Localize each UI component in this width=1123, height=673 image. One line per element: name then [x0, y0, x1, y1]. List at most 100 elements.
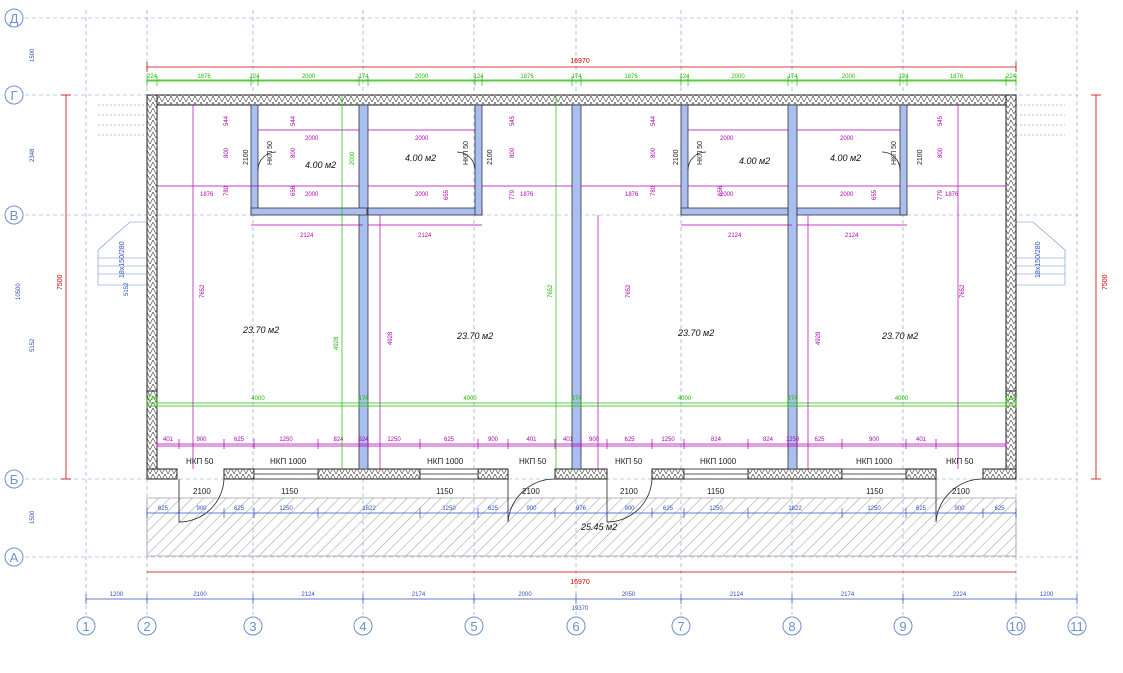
dimension-label: 124: [249, 74, 260, 80]
left-axis-dimensions: 1500 2348 10500 5152 1500 5152: [16, 48, 130, 524]
dimension-label: 1876: [197, 74, 211, 80]
exterior-walls: [146, 94, 1017, 480]
dimension-label: 625: [994, 506, 1005, 512]
svg-text:НКП 50: НКП 50: [267, 141, 274, 165]
svg-text:1150: 1150: [707, 487, 725, 496]
dimension-label: 625: [444, 437, 455, 443]
dimension-label: 174: [571, 396, 582, 402]
room-area-4: 23.70 м2: [881, 331, 918, 341]
dimension-label: 900: [488, 437, 499, 443]
svg-text:2100: 2100: [673, 149, 680, 165]
svg-text:2000: 2000: [840, 136, 854, 142]
dimension-label: 174: [787, 74, 798, 80]
door-swings: [178, 151, 984, 523]
room-area-labels: 23.70 м2 23.70 м2 23.70 м2 23.70 м2 4.00…: [242, 153, 918, 532]
svg-text:1876: 1876: [945, 192, 959, 198]
svg-text:780: 780: [224, 185, 230, 196]
dimension-label: 900: [869, 437, 880, 443]
room-area-1: 23.70 м2: [242, 325, 279, 335]
dimension-label: 401: [163, 437, 174, 443]
bath-area-3: 4.00 м2: [739, 156, 770, 166]
svg-text:2100: 2100: [917, 149, 924, 165]
svg-text:Г: Г: [10, 88, 17, 103]
left-height-label: 7500: [57, 274, 64, 290]
dimension-label: 1250: [786, 437, 800, 443]
bath-area-4: 4.00 м2: [830, 153, 861, 163]
interior-magenta-guides: [157, 105, 1006, 469]
axis-marker-col-3: 3: [243, 616, 263, 636]
dimension-label: 1250: [867, 506, 881, 512]
svg-text:2000: 2000: [415, 136, 429, 142]
svg-text:2000: 2000: [720, 192, 734, 198]
dimension-label: 625: [916, 506, 927, 512]
svg-text:1150: 1150: [436, 487, 454, 496]
dimension-label: 625: [624, 437, 635, 443]
axis-marker-col-5: 5: [464, 616, 484, 636]
svg-text:НКП 1000: НКП 1000: [270, 457, 307, 466]
svg-text:5: 5: [470, 619, 477, 634]
svg-text:1500: 1500: [30, 48, 36, 62]
svg-text:4928: 4928: [816, 331, 822, 345]
dimension-label: 1200: [110, 592, 124, 598]
svg-text:6: 6: [572, 619, 579, 634]
svg-text:800: 800: [510, 147, 516, 158]
dimension-label: 2124: [730, 592, 744, 598]
dimension-label: 174: [787, 396, 798, 402]
dimension-label: 224: [147, 74, 158, 80]
svg-text:1150: 1150: [281, 487, 299, 496]
svg-text:2000: 2000: [350, 151, 356, 165]
right-stair-label: 18x150/280: [1035, 241, 1042, 278]
axis-marker-col-9: 9: [893, 616, 913, 636]
svg-text:2124: 2124: [845, 233, 859, 239]
svg-text:545: 545: [510, 115, 516, 126]
dimension-label: 900: [624, 506, 635, 512]
svg-text:НКП 1000: НКП 1000: [427, 457, 464, 466]
svg-text:НКП 50: НКП 50: [186, 457, 214, 466]
svg-text:2100: 2100: [952, 487, 970, 496]
svg-text:2000: 2000: [415, 192, 429, 198]
axis-marker-row-1: Д: [4, 8, 24, 28]
row-axis-markers: Д Г В Б А: [4, 8, 24, 567]
svg-text:1876: 1876: [625, 192, 639, 198]
axis-marker-col-1: 1: [76, 616, 96, 636]
axis-marker-col-6: 6: [566, 616, 586, 636]
height-dimensions: [61, 94, 1101, 480]
svg-text:2000: 2000: [720, 136, 734, 142]
dimension-label: 2174: [841, 592, 855, 598]
svg-text:779: 779: [510, 189, 516, 200]
svg-text:НКП 1000: НКП 1000: [700, 457, 737, 466]
dimension-label: 625: [663, 506, 674, 512]
dimension-label: 124: [898, 74, 909, 80]
svg-text:7652: 7652: [626, 284, 632, 298]
svg-text:656: 656: [718, 185, 724, 196]
left-stair-label: 18x150/280: [119, 241, 126, 278]
dimension-label: 1876: [950, 74, 964, 80]
svg-text:НКП 50: НКП 50: [946, 457, 974, 466]
dimension-label: 625: [234, 506, 245, 512]
svg-text:544: 544: [291, 115, 297, 126]
dimension-label: 401: [526, 437, 537, 443]
dimension-label: 224: [1006, 74, 1017, 80]
dimension-label: 625: [488, 506, 499, 512]
dimension-label: 2050: [622, 592, 636, 598]
dimension-label: 1250: [279, 506, 293, 512]
dimension-label: 1200: [1040, 592, 1054, 598]
svg-text:800: 800: [651, 147, 657, 158]
svg-text:10500: 10500: [16, 283, 22, 300]
dimension-label: 900: [526, 506, 537, 512]
svg-text:4: 4: [359, 619, 366, 634]
dimension-label: 1250: [709, 506, 723, 512]
svg-text:2000: 2000: [840, 192, 854, 198]
svg-text:3: 3: [249, 619, 256, 634]
svg-text:НКП 50: НКП 50: [891, 141, 898, 165]
porch-hatch: [146, 497, 1017, 557]
dimension-label: 900: [196, 506, 207, 512]
dimension-label: 401: [916, 437, 927, 443]
bath-door-height-labels: 2100 2100 2100 2100 НКП 50 НКП 50 НКП 50…: [243, 141, 924, 165]
svg-text:655: 655: [444, 189, 450, 200]
svg-text:НКП 50: НКП 50: [463, 141, 470, 165]
